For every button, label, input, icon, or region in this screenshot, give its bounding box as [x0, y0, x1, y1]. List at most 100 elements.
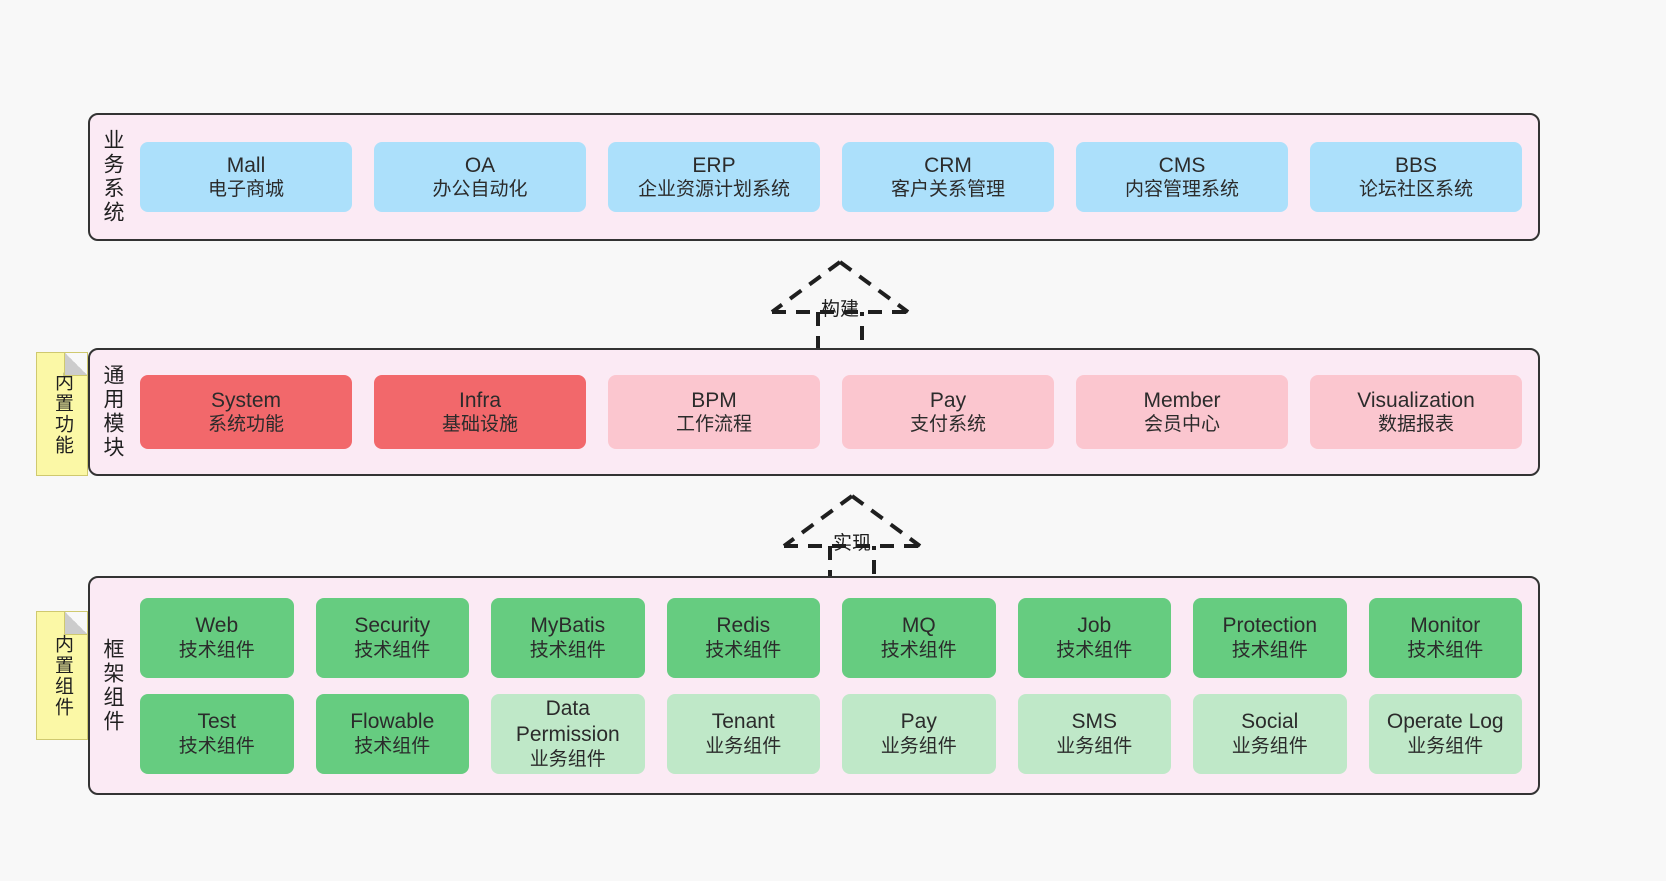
card-title: BBS	[1394, 153, 1438, 177]
card-web[interactable]: Web 技术组件	[140, 597, 294, 678]
sticky-note-builtin-features: 内置功能	[36, 352, 88, 476]
card-title: CRM	[924, 153, 972, 177]
connector-label-implement: 实现	[832, 533, 871, 554]
card-bpm[interactable]: BPM 工作流程	[608, 375, 820, 449]
card-subtitle: 技术组件	[178, 735, 255, 757]
card-mall[interactable]: Mall 电子商城	[140, 142, 352, 212]
sticky-note-label: 内置组件	[51, 633, 73, 718]
card-title: Web	[195, 614, 239, 638]
card-title: Job	[1077, 614, 1112, 638]
card-security[interactable]: Security 技术组件	[315, 597, 469, 678]
card-subtitle: 业务组件	[1407, 735, 1484, 757]
card-subtitle: 办公自动化	[432, 179, 528, 201]
card-subtitle: 技术组件	[178, 639, 255, 661]
layer-common-modules[interactable]: 通用模块 System 系统功能 Infra 基础设施 BPM 工作流程 Pay…	[88, 348, 1540, 476]
card-title: CMS	[1158, 153, 1206, 177]
card-flowable[interactable]: Flowable 技术组件	[315, 693, 469, 774]
card-subtitle: 业务组件	[1056, 735, 1133, 757]
card-subtitle: 客户关系管理	[890, 179, 1005, 201]
card-subtitle: 电子商城	[207, 179, 284, 201]
card-subtitle: 业务组件	[705, 735, 782, 757]
card-sms[interactable]: SMS 业务组件	[1017, 693, 1171, 774]
card-title: SMS	[1071, 710, 1117, 734]
card-title: Flowable	[350, 710, 435, 734]
card-data-permission[interactable]: Data Permission 业务组件	[491, 693, 645, 774]
card-member[interactable]: Member 会员中心	[1076, 375, 1288, 449]
card-subtitle: 数据报表	[1377, 414, 1454, 436]
connector-label-build: 构建	[820, 299, 859, 320]
card-tenant[interactable]: Tenant 业务组件	[666, 693, 820, 774]
card-row: System 系统功能 Infra 基础设施 BPM 工作流程 Pay 支付系统…	[140, 375, 1522, 449]
card-title: Redis	[716, 614, 771, 638]
card-title: Test	[197, 710, 236, 734]
card-pay-business[interactable]: Pay 业务组件	[842, 693, 996, 774]
card-subtitle: 业务组件	[1231, 735, 1308, 757]
card-erp[interactable]: ERP 企业资源计划系统	[608, 142, 820, 212]
card-redis[interactable]: Redis 技术组件	[666, 597, 820, 678]
card-job[interactable]: Job 技术组件	[1017, 597, 1171, 678]
card-title: Visualization	[1357, 388, 1475, 412]
card-row: Test 技术组件 Flowable 技术组件 Data Permission …	[140, 693, 1522, 774]
connector-implement-arrow: 实现	[772, 490, 932, 590]
layer-title-common-modules: 通用模块	[101, 364, 125, 460]
layer-body-business-system: Mall 电子商城 OA 办公自动化 ERP 企业资源计划系统 CRM 客户关系…	[134, 115, 1538, 239]
card-system[interactable]: System 系统功能	[140, 375, 352, 449]
card-subtitle: 内容管理系统	[1124, 179, 1239, 201]
card-test[interactable]: Test 技术组件	[140, 693, 294, 774]
card-title: OA	[464, 153, 496, 177]
card-subtitle: 技术组件	[1231, 639, 1308, 661]
card-title: Social	[1241, 710, 1299, 734]
card-title: Security	[354, 614, 431, 638]
card-title: Operate Log	[1386, 710, 1504, 734]
card-subtitle: 会员中心	[1143, 414, 1220, 436]
card-mq[interactable]: MQ 技术组件	[842, 597, 996, 678]
card-subtitle: 技术组件	[354, 639, 431, 661]
card-protection[interactable]: Protection 技术组件	[1193, 597, 1347, 678]
card-title: MQ	[901, 614, 936, 638]
card-subtitle: 技术组件	[880, 639, 957, 661]
card-visualization[interactable]: Visualization 数据报表	[1310, 375, 1522, 449]
card-subtitle: 系统功能	[207, 414, 284, 436]
layer-business-system[interactable]: 业务系统 Mall 电子商城 OA 办公自动化 ERP 企业资源计划系统 CRM…	[88, 113, 1540, 241]
card-subtitle: 技术组件	[354, 735, 431, 757]
card-title: System	[210, 388, 281, 412]
card-pay[interactable]: Pay 支付系统	[842, 375, 1054, 449]
card-title: Data Permission	[515, 697, 620, 746]
card-oa[interactable]: OA 办公自动化	[374, 142, 586, 212]
card-monitor[interactable]: Monitor 技术组件	[1368, 597, 1522, 678]
card-title: Member	[1143, 388, 1221, 412]
card-subtitle: 技术组件	[1056, 639, 1133, 661]
card-mybatis[interactable]: MyBatis 技术组件	[491, 597, 645, 678]
layer-title-business-system: 业务系统	[101, 129, 125, 225]
layer-framework-components[interactable]: 框架组件 Web 技术组件 Security 技术组件 MyBatis 技术组件…	[88, 576, 1540, 795]
card-title: Pay	[900, 710, 937, 734]
layer-body-framework-components: Web 技术组件 Security 技术组件 MyBatis 技术组件 Redi…	[134, 578, 1538, 793]
card-operate-log[interactable]: Operate Log 业务组件	[1368, 693, 1522, 774]
card-subtitle: 业务组件	[529, 748, 606, 770]
card-title: BPM	[691, 388, 737, 412]
card-title: Infra	[458, 388, 502, 412]
card-subtitle: 技术组件	[529, 639, 606, 661]
card-subtitle: 工作流程	[675, 414, 752, 436]
card-title: Mall	[226, 153, 266, 177]
sticky-note-label: 内置功能	[51, 372, 73, 456]
card-cms[interactable]: CMS 内容管理系统	[1076, 142, 1288, 212]
card-subtitle: 企业资源计划系统	[637, 179, 790, 201]
card-subtitle: 技术组件	[705, 639, 782, 661]
card-title: Monitor	[1410, 614, 1481, 638]
connector-build-arrow: 构建	[760, 256, 920, 356]
card-subtitle: 基础设施	[441, 414, 518, 436]
card-bbs[interactable]: BBS 论坛社区系统	[1310, 142, 1522, 212]
card-title: Protection	[1222, 614, 1318, 638]
card-subtitle: 论坛社区系统	[1358, 179, 1473, 201]
card-title: Tenant	[711, 710, 775, 734]
card-social[interactable]: Social 业务组件	[1193, 693, 1347, 774]
card-crm[interactable]: CRM 客户关系管理	[842, 142, 1054, 212]
card-subtitle: 支付系统	[909, 414, 986, 436]
layer-title-framework-components: 框架组件	[101, 637, 125, 734]
card-infra[interactable]: Infra 基础设施	[374, 375, 586, 449]
card-title: ERP	[692, 153, 736, 177]
card-title: Pay	[929, 388, 967, 412]
card-row: Web 技术组件 Security 技术组件 MyBatis 技术组件 Redi…	[140, 597, 1522, 678]
